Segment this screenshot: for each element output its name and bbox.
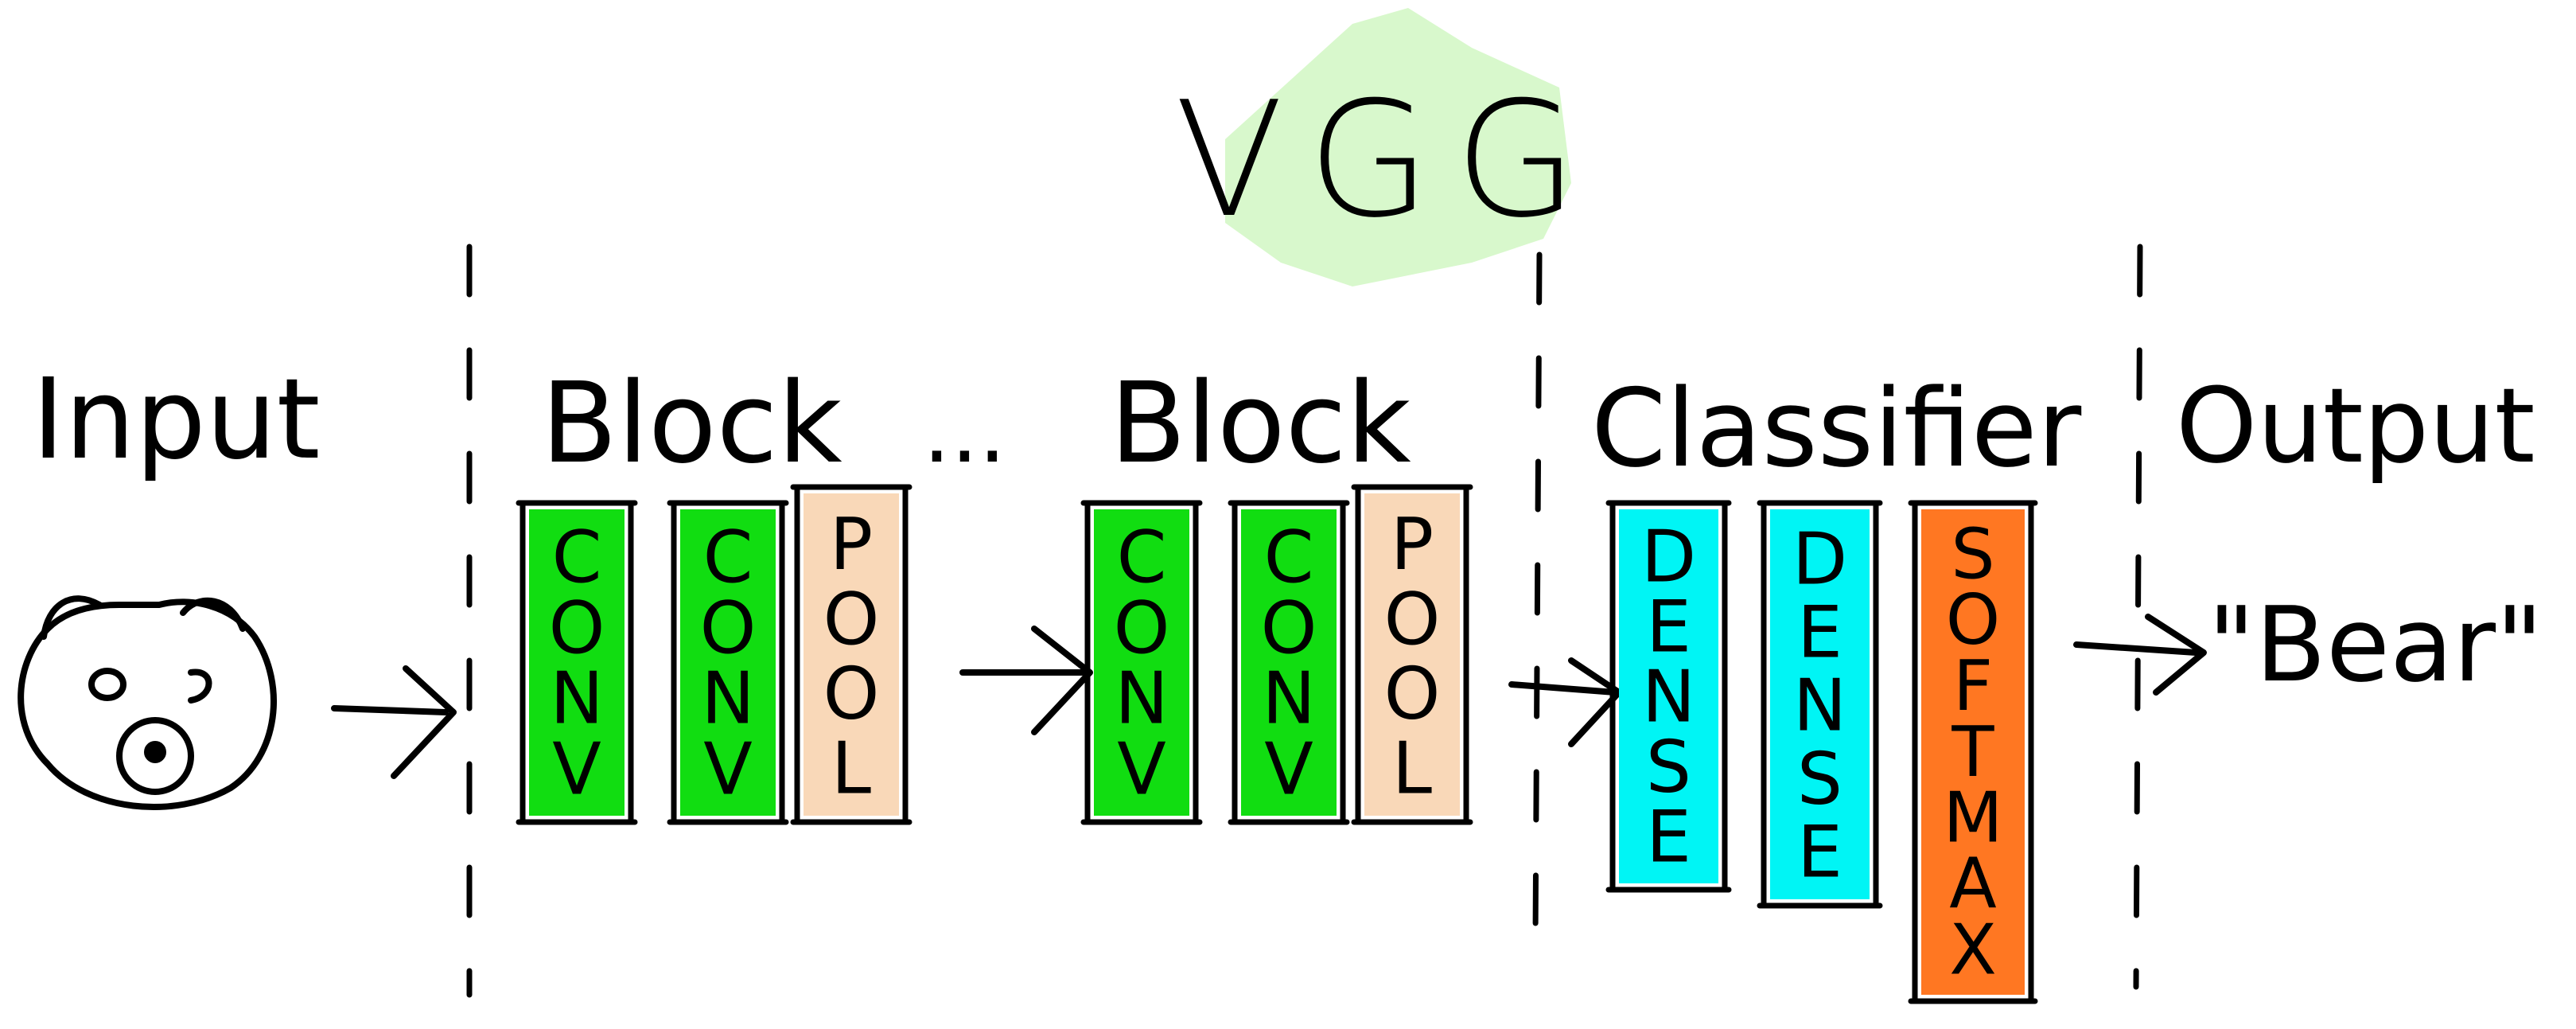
layer-outline bbox=[667, 500, 789, 825]
output-value: "Bear" bbox=[2208, 584, 2543, 705]
layer-outline bbox=[1351, 484, 1473, 825]
layer-fill bbox=[804, 493, 899, 816]
divider-classifier-output bbox=[2133, 244, 2143, 990]
layer-fill bbox=[1921, 509, 2025, 995]
arrow-icon bbox=[2073, 614, 2207, 696]
layer-outline bbox=[1228, 500, 1350, 825]
layer-fill bbox=[1241, 509, 1337, 816]
layer-outline bbox=[1757, 500, 1883, 909]
layer-fill bbox=[1094, 509, 1189, 816]
layer-outline bbox=[1080, 500, 1203, 825]
layer-outline bbox=[1908, 500, 2038, 1004]
section-block1-label: Block bbox=[541, 359, 842, 489]
layer-outline bbox=[1605, 500, 1732, 893]
layer-fill bbox=[1364, 493, 1460, 816]
layer-outline bbox=[516, 500, 638, 825]
section-output-label: Output bbox=[2176, 365, 2535, 486]
title-highlight bbox=[1225, 8, 1571, 286]
layer-fill bbox=[680, 509, 776, 816]
layer-fill bbox=[1619, 509, 1718, 883]
section-ellipsis: ... bbox=[923, 380, 1006, 482]
title: VGG bbox=[1175, 68, 1602, 253]
layer-fill bbox=[529, 509, 625, 816]
section-input-label: Input bbox=[32, 355, 321, 485]
layer-fill bbox=[1770, 509, 1870, 899]
divider-block-classifier bbox=[1532, 251, 1543, 942]
section-block2-label: Block bbox=[1110, 359, 1411, 489]
section-classifier-label: Classifier bbox=[1591, 366, 2082, 491]
layer-outline bbox=[790, 484, 912, 825]
arrow-icon bbox=[1508, 657, 1622, 747]
arrow-icon bbox=[959, 626, 1093, 735]
arrow-icon bbox=[331, 665, 457, 779]
section-dividers bbox=[466, 244, 2143, 998]
bear-face-icon bbox=[18, 595, 277, 810]
